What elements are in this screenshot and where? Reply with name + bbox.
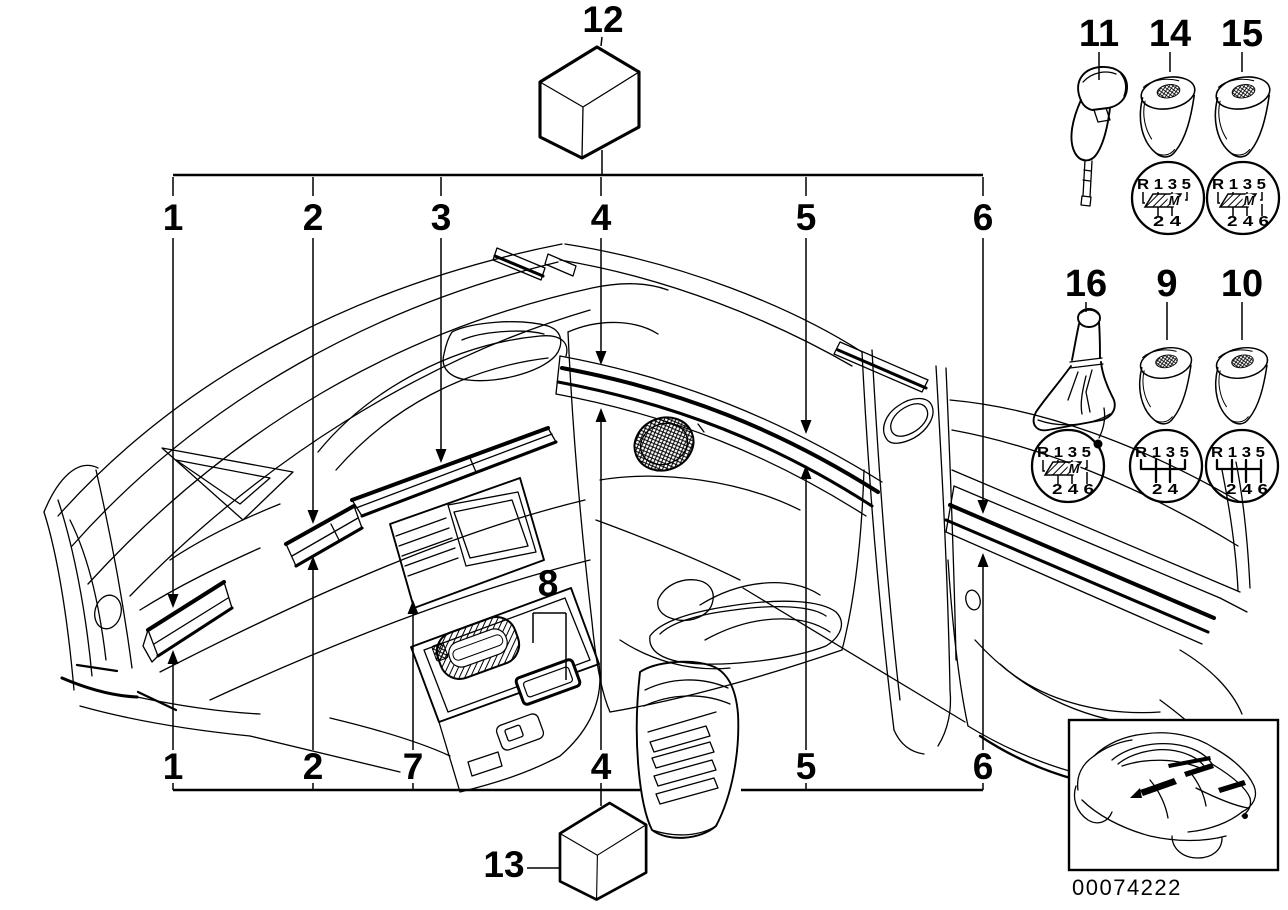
pattern-14-mark: M [1169, 193, 1181, 208]
gear-knob-15: 15 R 1 3 5 M 2 4 6 [1205, 13, 1281, 236]
pattern-14-bottom: 2 4 [1153, 213, 1182, 230]
pattern-9-top: R 1 3 5 [1135, 444, 1189, 461]
callout-top-2: 2 [303, 197, 324, 238]
knob-15-label: 15 [1221, 13, 1263, 55]
interior-overview-drawing [43, 243, 1251, 839]
trim-strip-dash-long [350, 426, 558, 518]
callout-12: 12 [582, 0, 623, 40]
gear-knob-9: 9 R 1 3 5 2 4 [1128, 263, 1204, 504]
car-inset: 00074222 [1067, 718, 1280, 900]
callout-bottom-1: 1 [163, 746, 184, 787]
pattern-9-bottom: 2 4 [1152, 481, 1179, 498]
pattern-10-top: R 1 3 5 [1211, 444, 1265, 461]
car-thumbnail [1073, 732, 1257, 859]
callout-13: 13 [483, 844, 524, 885]
diagram-image-number: 00074222 [1072, 875, 1182, 900]
reference-frame [172, 173, 984, 792]
pattern-14-top: R 1 3 5 [1137, 176, 1191, 193]
shift-pattern-9: R 1 3 5 2 4 [1128, 428, 1204, 504]
trim-kit-box-12: 12 [538, 0, 641, 174]
door-speaker-grille [633, 416, 695, 472]
front-door-panel [567, 321, 865, 713]
rear-console-armrest [635, 660, 740, 839]
callout-bottom-5: 5 [796, 746, 817, 787]
console-trim-plate [514, 658, 582, 706]
trim-strip-rear-door [944, 485, 1248, 645]
knob-10-label: 10 [1221, 263, 1263, 305]
trim-strip-dash-center [284, 504, 364, 568]
pattern-15-mark: M [1244, 193, 1256, 208]
pattern-16-bottom: 2 4 6 [1052, 481, 1094, 498]
pattern-16-mark: M [1069, 461, 1081, 476]
floor-tunnel [249, 582, 831, 773]
callout-numbers: 1 2 3 4 5 6 1 2 7 4 5 6 8 [163, 197, 994, 787]
callout-top-3: 3 [431, 197, 452, 238]
knob-9-label: 9 [1156, 263, 1177, 305]
callout-bottom-2: 2 [303, 746, 324, 787]
rear-door-panel [742, 399, 1251, 794]
a-pillar [43, 447, 294, 737]
center-console [410, 587, 601, 793]
trim-kit-box-13: 13 [483, 801, 648, 901]
callout-bottom-7: 7 [403, 746, 424, 787]
pattern-10-bottom: 2 4 6 [1226, 481, 1268, 498]
knob-14-label: 14 [1149, 13, 1191, 55]
center-stack-bezel [389, 477, 545, 609]
callout-8: 8 [538, 563, 559, 604]
callout-top-4: 4 [591, 197, 612, 238]
knob-11-label: 11 [1079, 13, 1119, 55]
pattern-15-bottom: 2 4 6 [1227, 213, 1269, 230]
shift-pattern-14: R 1 3 5 M 2 4 [1130, 160, 1206, 236]
trim-strip-front-door [555, 355, 883, 517]
inset-frame [1067, 718, 1280, 872]
callout-top-1: 1 [163, 197, 184, 238]
shift-pattern-10: R 1 3 5 2 4 6 [1204, 428, 1280, 504]
callout-top-5: 5 [796, 197, 817, 238]
shifter-gate [435, 616, 521, 680]
leader-lines [167, 238, 989, 806]
pattern-16-top: R 1 3 5 [1037, 444, 1091, 461]
dashboard [57, 243, 669, 701]
callout-top-6: 6 [973, 197, 994, 238]
knob-16-label: 16 [1065, 263, 1107, 305]
b-pillar [559, 243, 957, 755]
gear-knob-panel: 11 14 R 1 3 5 M 2 4 15 [1030, 13, 1281, 504]
gear-knob-10: 10 R 1 3 5 2 4 6 [1204, 263, 1280, 504]
callout-bottom-4: 4 [591, 746, 612, 787]
shift-pattern-16: R 1 3 5 M 2 4 6 [1030, 428, 1106, 504]
shift-pattern-15: R 1 3 5 M 2 4 6 [1205, 160, 1281, 236]
shift-boot-16: 16 R 1 3 5 M 2 4 6 [1030, 263, 1116, 504]
callout-bottom-6: 6 [973, 746, 994, 787]
gear-knob-14: 14 R 1 3 5 M 2 4 [1130, 13, 1206, 236]
trim-strip-dash-left [142, 580, 234, 663]
pattern-15-top: R 1 3 5 [1212, 176, 1266, 193]
gear-knob-11-automatic: 11 [1070, 13, 1128, 207]
